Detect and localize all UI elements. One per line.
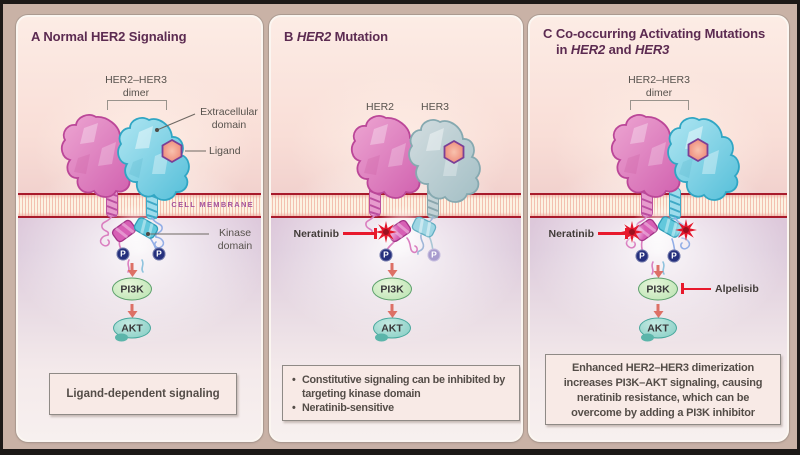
note-box-b: Constitutive signaling can be inhibited …	[282, 365, 520, 421]
dimer-label-bottom: dimer	[122, 87, 150, 99]
signal-arrow	[656, 265, 660, 271]
panel-a-title: A Normal HER2 Signaling	[31, 29, 187, 44]
phospho-badge: P	[152, 247, 166, 261]
mutation-starburst-icon	[373, 219, 399, 245]
inhibition-line	[683, 287, 711, 290]
panel-b-title: B HER2 Mutation	[284, 29, 388, 44]
signal-arrow	[130, 263, 134, 270]
inhibition-line	[598, 232, 625, 235]
neratinib-label: Neratinib	[293, 228, 339, 240]
mutation-starburst-icon	[673, 217, 699, 243]
her2-receptor	[350, 115, 425, 199]
her3-kinase-domain-inactive	[411, 216, 437, 238]
ligand-icon	[161, 138, 183, 164]
note-box-c: Enhanced HER2–HER3 dimerization increase…	[545, 354, 781, 425]
pi3k-node: PI3K	[112, 277, 152, 301]
receptor-diagram-b	[350, 115, 481, 259]
ligand-icon	[443, 139, 465, 165]
receptor-diagram-a	[60, 113, 209, 273]
phospho-badge: P	[635, 249, 649, 263]
her2-label: HER2	[365, 101, 395, 113]
akt-node: AKT	[639, 317, 677, 342]
her2-kinase-domain	[111, 219, 137, 243]
signal-arrow	[130, 304, 134, 311]
panel-c-title: C Co-occurring Activating Mutations in H…	[543, 26, 766, 57]
note-bullet: Constitutive signaling can be inhibited …	[291, 374, 511, 401]
juxtamembrane-squiggles	[99, 215, 165, 273]
panel-b: B HER2 Mutation HER2 HER3 Neratinib P P …	[269, 15, 523, 442]
her3-label: HER3	[420, 101, 450, 113]
extracellular-domain-label: Extracellular domain	[200, 106, 258, 131]
dimer-bracket	[107, 100, 167, 110]
panel-a: CELL MEMBRANE	[16, 15, 263, 442]
dimer-label-top: HER2–HER3	[628, 74, 690, 86]
akt-node: AKT	[373, 317, 411, 342]
cell-membrane-label: CELL MEMBRANE	[171, 200, 254, 209]
ligand-icon	[687, 137, 709, 163]
signal-arrow	[390, 304, 394, 311]
inhibition-line	[343, 232, 374, 235]
her2-receptor	[610, 114, 685, 198]
panel-c: C Co-occurring Activating Mutations in H…	[528, 15, 789, 442]
annotation-lines	[148, 113, 209, 235]
dimer-bracket	[630, 100, 689, 110]
pi3k-node: PI3K	[638, 277, 678, 301]
signal-arrow	[656, 304, 660, 311]
neratinib-label: Neratinib	[548, 228, 594, 240]
signal-arrow	[390, 263, 394, 270]
dimer-label-bottom: dimer	[645, 87, 673, 99]
kinase-domain-label: Kinase domain	[217, 227, 253, 252]
note-bullet: Neratinib-sensitive	[291, 402, 511, 416]
inhibition-bar	[374, 228, 377, 239]
note-line: overcome by adding a PI3K inhibitor	[571, 407, 755, 419]
her3-receptor-inactive	[408, 119, 481, 203]
note-line: Enhanced HER2–HER3 dimerization	[571, 362, 755, 374]
alpelisib-label: Alpelisib	[715, 283, 759, 295]
inhibition-bar	[625, 228, 628, 239]
pi3k-node: PI3K	[372, 277, 412, 301]
note-box-a: Ligand-dependent signaling	[49, 373, 237, 415]
annotation-dot	[155, 128, 159, 132]
note-line: increases PI3K–AKT signaling, causing	[563, 377, 763, 389]
inhibition-bar	[681, 283, 684, 294]
dimer-label-top: HER2–HER3	[105, 74, 167, 86]
her3-receptor	[667, 117, 740, 201]
phospho-badge-inactive: P	[427, 248, 441, 262]
receptor-diagram-c	[610, 114, 740, 275]
her3-membrane-helix	[669, 187, 681, 220]
akt-node: AKT	[113, 317, 151, 342]
annotation-dot	[146, 232, 150, 236]
phospho-badge: P	[379, 248, 393, 262]
phospho-badge: P	[667, 249, 681, 263]
ligand-label: Ligand	[209, 145, 241, 157]
phospho-badge: P	[116, 247, 130, 261]
note-line: neratinib resistance, which can be	[576, 392, 750, 404]
her3-receptor	[117, 117, 190, 201]
